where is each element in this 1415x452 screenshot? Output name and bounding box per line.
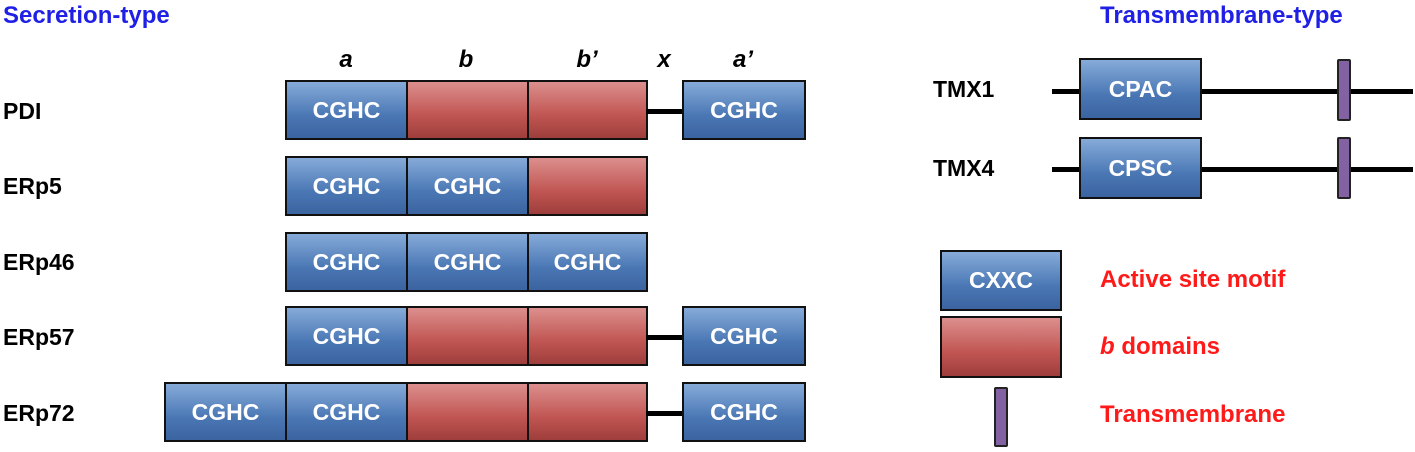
protein-label-erp57: ERp57 (3, 324, 75, 350)
col-b-prime: b’ (576, 46, 598, 73)
domain-b (406, 382, 529, 442)
legend-active-site-label: Active site motif (1100, 266, 1286, 293)
col-a-prime: a’ (732, 46, 753, 73)
secretion-title: Secretion-type (3, 2, 170, 29)
domain-b (406, 80, 529, 140)
protein-label-erp72: ERp72 (3, 400, 75, 426)
domain-motif: CPSC (1079, 137, 1202, 199)
backbone-line (1052, 167, 1413, 172)
domain-a: CGHC (285, 382, 408, 442)
protein-label-tmx1: TMX1 (933, 76, 995, 102)
linker-x (646, 335, 684, 340)
domain-b-prime (527, 80, 648, 140)
legend-b-suffix: domains (1114, 333, 1221, 360)
transmembrane-title: Transmembrane-type (1100, 2, 1343, 29)
col-x: x (657, 46, 671, 73)
protein-label-pdi: PDI (3, 98, 42, 124)
domain-a: CGHC (285, 232, 408, 292)
linker-x (646, 109, 684, 114)
domain-a2: CGHC (406, 232, 529, 292)
domain-a3: CGHC (527, 232, 648, 292)
legend-b-domain-label: b domains (1100, 333, 1220, 361)
legend-active-site-swatch: CXXC (940, 250, 1062, 311)
domain-b-prime (527, 306, 648, 366)
protein-label-erp5: ERp5 (3, 173, 62, 199)
domain-a2: CGHC (406, 156, 529, 216)
backbone-line (1052, 89, 1413, 94)
domain-a-prime: CGHC (682, 382, 806, 442)
transmembrane-segment (1337, 59, 1351, 121)
domain-a-prime: CGHC (682, 80, 806, 140)
legend-transmembrane-label: Transmembrane (1100, 401, 1286, 428)
domain-motif: CPAC (1079, 58, 1202, 120)
transmembrane-segment (1337, 137, 1351, 199)
linker-x (646, 411, 684, 416)
domain-a: CGHC (285, 80, 408, 140)
col-b: b (458, 46, 474, 73)
domain-a-prime: CGHC (682, 306, 806, 366)
domain-b (406, 306, 529, 366)
legend-transmembrane-swatch (994, 387, 1008, 447)
domain-b (527, 156, 648, 216)
domain-a0: CGHC (164, 382, 287, 442)
domain-b-prime (527, 382, 648, 442)
domain-a: CGHC (285, 156, 408, 216)
protein-label-erp46: ERp46 (3, 249, 75, 275)
legend-b-domain-swatch (940, 316, 1062, 378)
col-a: a (339, 46, 353, 73)
domain-a: CGHC (285, 306, 408, 366)
protein-label-tmx4: TMX4 (933, 155, 995, 181)
legend-b-italic: b (1100, 333, 1115, 360)
